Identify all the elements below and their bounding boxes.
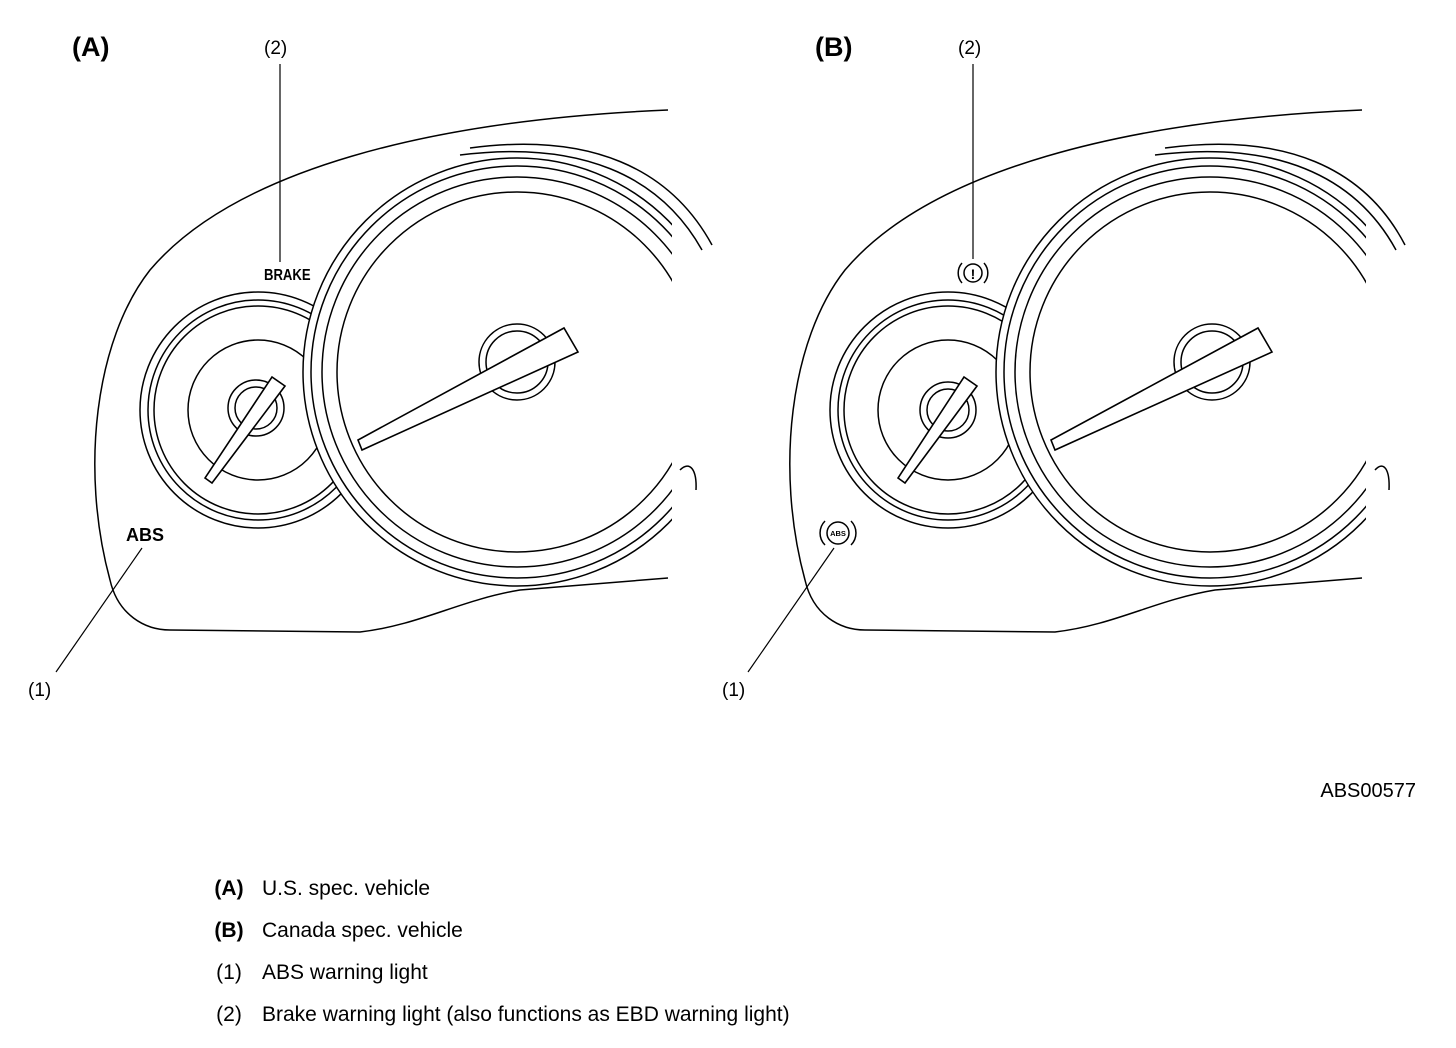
brake-symbol-text: ! <box>971 266 976 282</box>
panel-b-title: (B) <box>815 32 852 62</box>
small-gauge-needle <box>896 375 979 485</box>
large-gauge <box>995 100 1426 620</box>
legend-row: (B) Canada spec. vehicle <box>196 910 790 952</box>
legend-text: Canada spec. vehicle <box>262 919 463 942</box>
legend-key: (1) <box>216 961 242 984</box>
legend-text: ABS warning light <box>262 961 428 984</box>
legend: (A) U.S. spec. vehicle (B) Canada spec. … <box>196 868 790 1036</box>
legend-key: (2) <box>216 1003 242 1026</box>
callout-2: (2) <box>958 38 981 59</box>
panel-a: (A) BRA <box>28 32 732 701</box>
leader-line-1 <box>55 547 143 673</box>
brake-warning-label: BRAKE <box>264 267 311 284</box>
abs-symbol-text: ABS <box>830 529 846 538</box>
legend-key: (B) <box>214 919 244 942</box>
abs-warning-label: ABS <box>126 525 164 545</box>
legend-text: U.S. spec. vehicle <box>262 877 431 900</box>
cluster-housing-outline <box>789 109 1363 633</box>
callout-1: (1) <box>28 680 51 701</box>
callout-2: (2) <box>264 38 287 59</box>
legend-row: (1) ABS warning light <box>196 952 790 994</box>
legend-row: (2) Brake warning light (also functions … <box>196 994 790 1036</box>
large-gauge-needle <box>1049 326 1274 452</box>
legend-text: Brake warning light (also functions as E… <box>262 1003 790 1026</box>
instrument-cluster-diagram: (A) BRA <box>28 32 1426 701</box>
abs-warning-symbol-icon: ABS <box>819 520 857 546</box>
large-gauge-needle <box>356 326 580 452</box>
panel-b: (B) ! <box>722 32 1426 701</box>
large-gauge <box>302 100 732 620</box>
brake-warning-symbol-icon: ! <box>957 262 989 284</box>
legend-row: (A) U.S. spec. vehicle <box>196 868 790 910</box>
cluster-housing-outline <box>94 109 669 633</box>
small-gauge-needle <box>203 375 287 485</box>
figure-code: ABS00577 <box>1320 780 1416 802</box>
panel-a-title: (A) <box>72 32 109 62</box>
callout-1: (1) <box>722 680 745 701</box>
leader-line-1 <box>747 547 835 673</box>
legend-key: (A) <box>214 877 244 900</box>
